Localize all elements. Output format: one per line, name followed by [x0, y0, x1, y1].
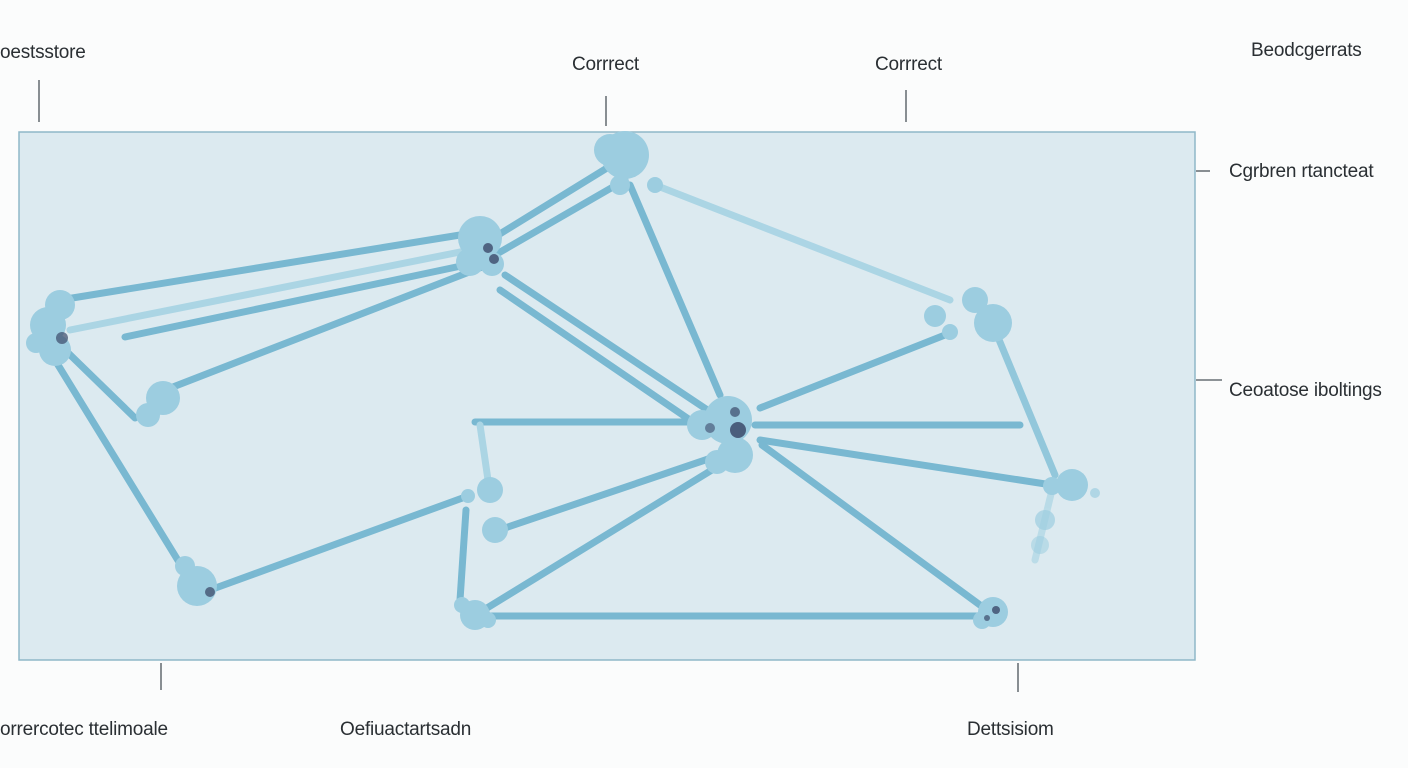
edge — [486, 156, 624, 244]
node-left-mid — [136, 381, 180, 427]
label-top-right: Beodcgerrats — [1251, 40, 1362, 61]
edge — [758, 441, 984, 609]
label-top-left: oestsstore — [0, 42, 86, 63]
node-right-lower — [1031, 469, 1100, 554]
edge — [496, 286, 694, 424]
edge — [651, 181, 954, 304]
label-bottom-right: Dettsisiom — [967, 719, 1054, 740]
leader-lines — [38, 80, 1222, 692]
node-dot — [489, 254, 499, 264]
node-bottom-center — [454, 597, 496, 630]
label-right-upper: Cgrbren rtancteat — [1229, 161, 1374, 182]
edge — [483, 461, 724, 612]
node-bottom-right — [973, 597, 1008, 629]
node-top — [594, 131, 663, 195]
label-top-mid-left: Corrrect — [572, 54, 640, 75]
node-dot — [730, 422, 746, 438]
node-center-hub — [687, 396, 753, 474]
edge — [206, 492, 472, 594]
edge — [56, 231, 464, 304]
nodes — [26, 131, 1100, 630]
label-right-middle: Ceoatose iboltings — [1229, 380, 1382, 401]
edge — [501, 451, 724, 532]
node-dot — [483, 243, 493, 253]
edge — [476, 421, 492, 484]
node-left-cluster — [26, 290, 75, 366]
label-top-mid-right: Corrrect — [875, 54, 943, 75]
edge — [456, 506, 470, 604]
edge — [51, 356, 194, 584]
node-dot — [56, 332, 68, 344]
node-hub-upper — [456, 216, 504, 276]
label-bottom-left: orrercotec ttelimoale — [0, 719, 168, 740]
edge — [756, 331, 949, 412]
edge — [626, 181, 724, 399]
node-dot — [730, 407, 740, 417]
edge — [501, 271, 719, 419]
edge — [991, 326, 1059, 479]
node-dot — [984, 615, 990, 621]
node-dot — [705, 423, 715, 433]
edges — [51, 156, 1059, 620]
edge — [156, 258, 499, 396]
node-right-upper — [924, 287, 1012, 342]
edge — [491, 176, 629, 259]
label-bottom-mid: Oefiuactartsadn — [340, 719, 472, 740]
node-dot — [992, 606, 1000, 614]
diagram-panel — [18, 131, 1196, 661]
edge — [756, 436, 1056, 489]
edge — [66, 246, 474, 334]
node-bottom-left — [175, 556, 217, 606]
node-mid — [461, 477, 508, 543]
node-dot — [205, 587, 215, 597]
edge — [121, 258, 484, 341]
edge — [56, 341, 139, 422]
